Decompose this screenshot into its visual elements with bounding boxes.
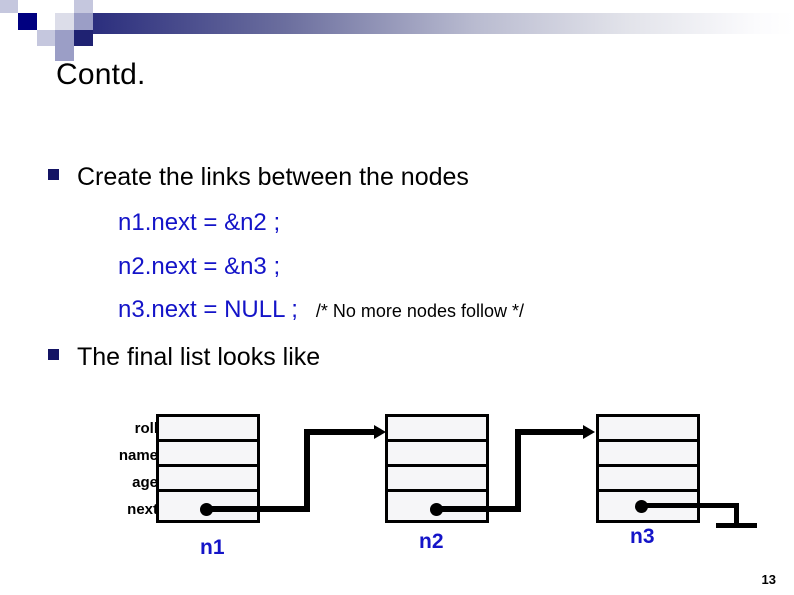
node-cell-age bbox=[388, 467, 486, 492]
code-line-n1-next: n1.next = &n2 ; bbox=[118, 209, 280, 237]
link-n1-n2-vertical bbox=[304, 429, 310, 512]
header-gradient-bar bbox=[34, 13, 794, 34]
code-text: n3.next = NULL ; bbox=[118, 296, 298, 323]
node-cell-roll bbox=[159, 417, 257, 442]
header-square-8 bbox=[18, 30, 37, 46]
header-square-0 bbox=[18, 13, 37, 30]
header-square-1 bbox=[0, 0, 18, 13]
link-n2-n3-horizontal-lower bbox=[436, 506, 521, 512]
node-cell-roll bbox=[388, 417, 486, 442]
code-line-n2-next: n2.next = &n3 ; bbox=[118, 253, 280, 281]
header-square-3 bbox=[55, 0, 74, 13]
null-link-horizontal bbox=[641, 503, 739, 508]
code-text: n2.next = &n3 ; bbox=[118, 253, 281, 280]
square-bullet-icon bbox=[48, 169, 59, 180]
field-label-name: name bbox=[118, 447, 158, 464]
node-cell-roll bbox=[599, 417, 697, 442]
field-label-next: next bbox=[127, 501, 158, 518]
link-n2-n3-horizontal-upper bbox=[515, 429, 585, 435]
field-label-roll: roll bbox=[134, 420, 158, 437]
page-number: 13 bbox=[761, 572, 776, 587]
struct-field-labels: roll name age next bbox=[60, 415, 158, 523]
null-link-vertical bbox=[734, 503, 739, 525]
link-n1-n2-horizontal-upper bbox=[304, 429, 376, 435]
bullet-label: Create the links between the nodes bbox=[77, 163, 469, 191]
node-cell-name bbox=[159, 442, 257, 467]
header-square-5 bbox=[37, 13, 55, 30]
field-label-age: age bbox=[132, 474, 158, 491]
header-square-13 bbox=[55, 46, 74, 61]
header-square-11 bbox=[74, 30, 93, 46]
code-text: n1.next = &n2 ; bbox=[118, 209, 281, 236]
arrowhead-n2-to-n3 bbox=[583, 425, 595, 439]
header-square-2 bbox=[37, 0, 55, 13]
link-n1-n2-horizontal-lower bbox=[206, 506, 310, 512]
bullet-label: The final list looks like bbox=[77, 343, 321, 371]
link-n2-n3-vertical bbox=[515, 429, 521, 512]
header-square-9 bbox=[37, 30, 55, 46]
bullet-item-final-list: The final list looks like bbox=[48, 343, 320, 372]
node-label-n2: n2 bbox=[419, 530, 444, 553]
header-square-12 bbox=[37, 46, 55, 61]
node-cell-age bbox=[599, 467, 697, 492]
header-square-7 bbox=[74, 13, 93, 30]
code-comment: /* No more nodes follow */ bbox=[315, 301, 524, 321]
header-square-4 bbox=[74, 0, 93, 13]
page-title: Contd. bbox=[56, 58, 146, 91]
bullet-item-create-links: Create the links between the nodes bbox=[48, 163, 469, 192]
null-ground-bar bbox=[716, 523, 757, 528]
node-label-n1: n1 bbox=[200, 536, 225, 559]
node-cell-age bbox=[159, 467, 257, 492]
header-square-6 bbox=[55, 13, 74, 30]
header-square-10 bbox=[55, 30, 74, 46]
node-cell-name bbox=[388, 442, 486, 467]
square-bullet-icon bbox=[48, 349, 59, 360]
node-label-n3: n3 bbox=[630, 525, 655, 548]
node-cell-name bbox=[599, 442, 697, 467]
code-line-n3-next: n3.next = NULL ; /* No more nodes follow … bbox=[118, 296, 524, 324]
arrowhead-n1-to-n2 bbox=[374, 425, 386, 439]
